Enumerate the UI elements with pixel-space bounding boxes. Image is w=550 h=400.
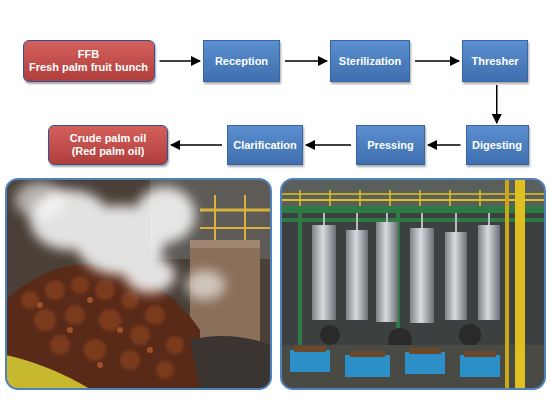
process-box: Thresher [462, 40, 528, 82]
flow-arrow [496, 85, 498, 123]
step-label: FFB [78, 48, 99, 61]
flow-arrow [306, 144, 351, 146]
step-label: Digesting [472, 139, 522, 152]
photo-frame [6, 179, 271, 389]
step-label: Sterilization [339, 55, 401, 68]
terminal-box: Crude palm oil(Red palm oil) [48, 125, 168, 165]
process-box: Pressing [356, 125, 425, 165]
step-label: Fresh palm fruit bunch [29, 61, 148, 74]
flow-arrow [285, 60, 327, 62]
step-label: (Red palm oil) [72, 145, 145, 158]
plant-photo [281, 179, 545, 389]
step-label: Clarification [233, 139, 297, 152]
step-label: Pressing [367, 139, 413, 152]
flow-arrow [415, 60, 459, 62]
process-box: Digesting [466, 125, 529, 165]
step-label: Reception [215, 55, 268, 68]
flow-arrow [160, 60, 201, 62]
process-box: Reception [203, 40, 280, 82]
process-box: Clarification [227, 125, 303, 165]
flow-arrow [171, 144, 222, 146]
photo-frame [281, 179, 545, 389]
process-box: Sterilization [330, 40, 410, 82]
terminal-box: FFBFresh palm fruit bunch [23, 40, 155, 82]
step-label: Crude palm oil [70, 132, 146, 145]
step-label: Thresher [471, 55, 518, 68]
sterilizer-photo [6, 179, 271, 389]
flow-arrow [428, 144, 461, 146]
